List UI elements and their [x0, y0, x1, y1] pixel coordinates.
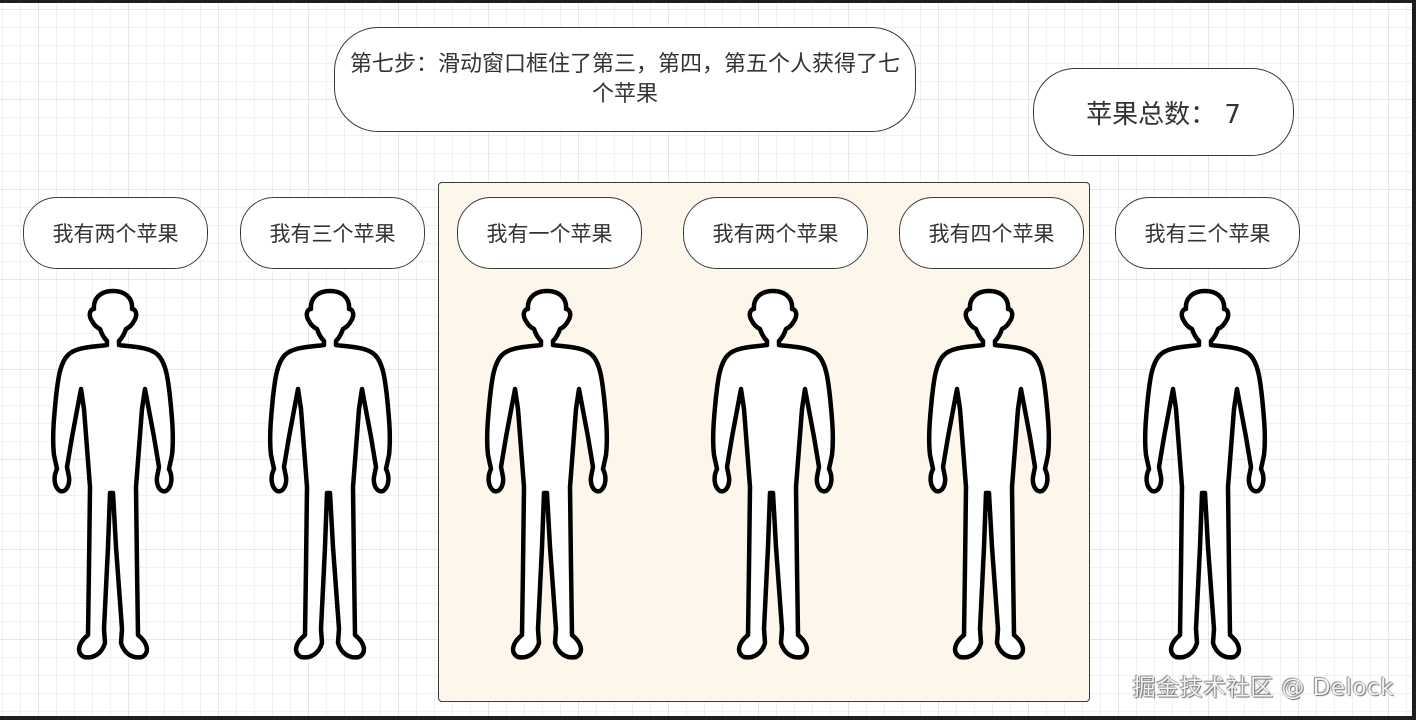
- diagram-canvas: 第七步：滑动窗口框住了第三，第四，第五个人获得了七个苹果 苹果总数： 7 我有两…: [0, 3, 1412, 716]
- person-outline-icon: [48, 287, 178, 667]
- person-figure-6: [1140, 287, 1270, 667]
- speech-bubble-person-6: 我有三个苹果: [1115, 197, 1300, 269]
- person-outline-icon: [1140, 287, 1270, 667]
- speech-bubble-person-3: 我有一个苹果: [457, 197, 642, 269]
- speech-text: 我有两个苹果: [712, 222, 839, 246]
- person-figure-2: [265, 287, 395, 667]
- speech-text: 我有一个苹果: [486, 222, 613, 246]
- speech-text: 我有三个苹果: [269, 222, 396, 246]
- person-figure-3: [482, 287, 612, 667]
- speech-bubble-person-4: 我有两个苹果: [683, 197, 868, 269]
- person-outline-icon: [482, 287, 612, 667]
- speech-text: 我有三个苹果: [1144, 222, 1271, 246]
- speech-bubble-person-2: 我有三个苹果: [240, 197, 425, 269]
- person-outline-icon: [265, 287, 395, 667]
- speech-text: 我有四个苹果: [928, 222, 1055, 246]
- watermark: 掘金技术社区 @ Delock: [1132, 675, 1394, 701]
- person-figure-1: [48, 287, 178, 667]
- speech-bubble-person-5: 我有四个苹果: [899, 197, 1084, 269]
- person-outline-icon: [708, 287, 838, 667]
- step-description-text: 第七步：滑动窗口框住了第三，第四，第五个人获得了七个苹果: [349, 51, 900, 107]
- person-figure-4: [708, 287, 838, 667]
- apple-total-box: 苹果总数： 7: [1033, 68, 1294, 156]
- step-description-box: 第七步：滑动窗口框住了第三，第四，第五个人获得了七个苹果: [334, 27, 916, 132]
- person-figure-5: [924, 287, 1054, 667]
- speech-text: 我有两个苹果: [52, 222, 179, 246]
- apple-total-text: 苹果总数： 7: [1086, 99, 1241, 130]
- speech-bubble-person-1: 我有两个苹果: [23, 197, 208, 269]
- person-outline-icon: [924, 287, 1054, 667]
